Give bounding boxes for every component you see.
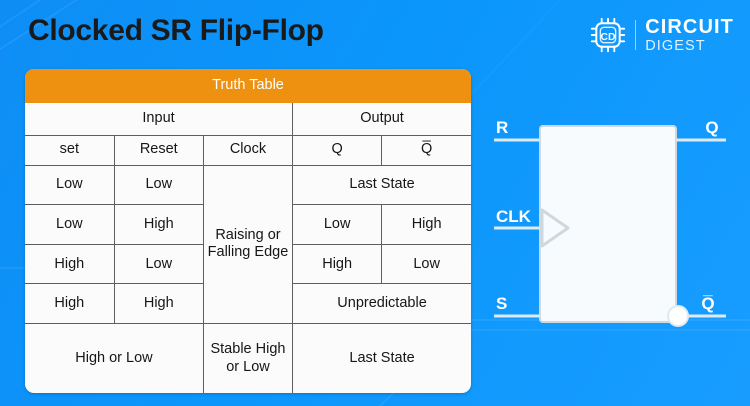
label-clk: CLK	[496, 207, 532, 226]
truth-table-banner: Truth Table	[25, 69, 471, 103]
cell-qbar: Low	[381, 243, 471, 285]
sr-flip-flop-diagram: R CLK S Q Q̅	[486, 100, 738, 340]
table-row: Low High Low High	[25, 204, 471, 245]
cell-reset: Low	[113, 243, 204, 285]
logo-line-2: DIGEST	[645, 38, 706, 54]
table-column-header-row: set Reset Clock Q Q̅	[25, 134, 471, 166]
cell-set: High	[25, 283, 115, 325]
clock-merged-line-1: Raising or	[215, 227, 281, 244]
table-banner-row: Truth Table	[25, 69, 471, 103]
truth-table: Truth Table Input Output set Reset Clock…	[25, 69, 471, 393]
cell-q: High	[292, 243, 383, 285]
logo-divider	[635, 20, 637, 51]
group-header-output: Output	[292, 101, 471, 136]
label-r: R	[496, 118, 508, 137]
cell-set: High	[25, 243, 115, 285]
cell-output-merged: Last State	[292, 323, 471, 393]
cell-qbar: High	[381, 204, 471, 245]
brand-logo[interactable]: CD CIRCUIT DIGEST	[590, 17, 734, 54]
chip-icon: CD	[591, 18, 626, 53]
clock-stable-line-2: or Low	[226, 358, 270, 375]
cell-output-merged: Last State	[292, 164, 471, 206]
page-title: Clocked SR Flip-Flop	[28, 14, 324, 47]
label-q: Q	[705, 118, 718, 137]
label-s: S	[496, 294, 507, 313]
logo-line-1: CIRCUIT	[645, 16, 734, 38]
label-qbar: Q̅	[701, 294, 714, 313]
table-row: High or Low Stable High or Low Last Stat…	[25, 323, 471, 393]
truth-table-card: Truth Table Input Output set Reset Clock…	[25, 69, 471, 393]
group-header-input: Input	[25, 101, 294, 136]
column-header-reset: Reset	[113, 134, 204, 166]
logo-monogram: CD	[601, 32, 616, 43]
cell-clock-stable: Stable High or Low	[202, 323, 294, 393]
cell-clock-merged: Raising or Falling Edge	[202, 164, 294, 325]
cell-reset: High	[113, 283, 204, 325]
cell-input-merged: High or Low	[25, 323, 204, 393]
column-header-set: set	[25, 134, 115, 166]
flip-flop-body	[539, 125, 677, 323]
cell-output-merged: Unpredictable	[292, 283, 471, 325]
inversion-bubble-icon	[667, 305, 689, 327]
table-row: High Low High Low	[25, 243, 471, 285]
column-header-qbar: Q̅	[381, 134, 471, 166]
clock-merged-line-2: Falling Edge	[207, 244, 289, 261]
cell-reset: High	[113, 204, 204, 245]
clock-stable-line-1: Stable High	[210, 341, 286, 358]
clock-triangle-icon	[540, 208, 570, 248]
column-header-clock: Clock	[202, 134, 294, 166]
column-header-q: Q	[292, 134, 383, 166]
cell-q: Low	[292, 204, 383, 245]
cell-reset: Low	[113, 164, 204, 206]
table-row: High High Unpredictable	[25, 283, 471, 325]
cell-set: Low	[25, 164, 115, 206]
cell-set: Low	[25, 204, 115, 245]
table-group-row: Input Output	[25, 101, 471, 136]
table-row: Low Low Raising or Falling Edge Last Sta…	[25, 164, 471, 325]
